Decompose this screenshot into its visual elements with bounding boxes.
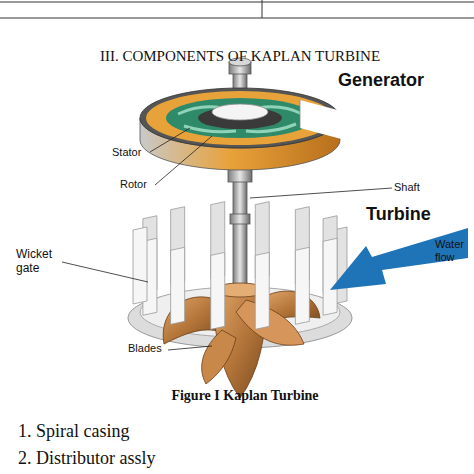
generator bbox=[212, 104, 268, 120]
figure-caption: Figure I Kaplan Turbine bbox=[120, 388, 370, 404]
wicket-vane bbox=[171, 247, 185, 324]
runner-blades bbox=[236, 300, 304, 345]
generator bbox=[140, 88, 345, 170]
wicket-vane bbox=[255, 252, 269, 329]
table-border bbox=[0, 0, 474, 18]
part-label: Wicket gate bbox=[16, 248, 68, 276]
list-item: 1. Spiral casing bbox=[18, 421, 129, 442]
part-label: Stator bbox=[112, 146, 141, 159]
part-label: Water flow bbox=[435, 238, 474, 263]
generator bbox=[166, 98, 314, 138]
leader-lines bbox=[155, 136, 212, 185]
wicket-gate-vanes bbox=[133, 227, 337, 329]
part-label: Turbine bbox=[366, 204, 431, 225]
generator bbox=[300, 100, 345, 140]
part-label: Blades bbox=[128, 342, 162, 355]
wicket-vane bbox=[211, 252, 225, 329]
wicket-vane bbox=[323, 238, 337, 315]
table-border bbox=[262, 0, 263, 18]
wicket-vane bbox=[133, 227, 147, 304]
part-label: Rotor bbox=[120, 178, 147, 191]
leader-lines bbox=[62, 128, 392, 350]
runner-blades bbox=[202, 330, 236, 384]
wicket-vane bbox=[295, 247, 309, 324]
part-label: Generator bbox=[338, 70, 424, 91]
leader-lines bbox=[62, 262, 148, 282]
leader-lines bbox=[250, 188, 392, 198]
leader-lines bbox=[150, 128, 190, 152]
list-item: 2. Distributor assly bbox=[18, 448, 156, 469]
table-border bbox=[0, 18, 474, 19]
leader-lines bbox=[168, 346, 212, 350]
generator bbox=[300, 100, 301, 128]
shaft bbox=[230, 214, 250, 224]
part-label: Shaft bbox=[394, 181, 420, 194]
table-border bbox=[0, 2, 474, 3]
section-heading: III. COMPONENTS OF KAPLAN TURBINE bbox=[40, 48, 440, 65]
